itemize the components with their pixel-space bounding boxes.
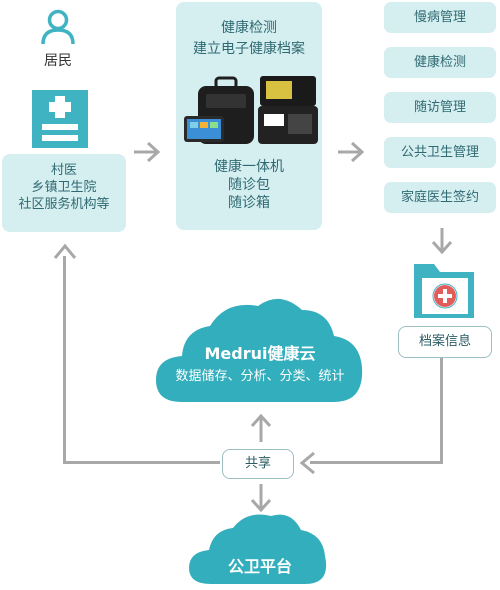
share-label: 共享 [222,449,294,479]
arrow-up-icon [250,413,272,442]
person-icon [41,9,75,45]
arrow-left-icon [299,451,315,475]
health-check-title: 健康检测 [221,20,277,36]
arrow-right-icon [134,141,161,163]
medical-folder-icon [414,264,474,318]
service-family-doctor: 家庭医生签约 [384,182,496,213]
connector-right-horizontal [310,461,443,464]
service-chronic: 慢病管理 [384,2,496,33]
platform-label: 公卫平台 [227,557,292,576]
org-line-1: 村医 [50,163,77,178]
health-check-subtitle: 建立电子健康档案 [193,41,305,57]
arrow-right-icon [338,141,365,163]
arrow-down-icon [431,228,453,255]
org-box: 村医 乡镇卫生院 社区服务机构等 [2,154,126,232]
service-follow-up: 随访管理 [384,92,496,123]
resident-block: 居民 [28,6,88,70]
device-1: 健康一体机 [214,159,284,175]
resident-label: 居民 [44,53,72,69]
connector-right-vertical [440,358,443,464]
org-line-2: 乡镇卫生院 [31,180,97,195]
arrow-up-icon [53,243,77,259]
connector-left-horizontal [65,461,220,464]
arrow-down-icon [250,484,272,513]
platform-cloud-shape [189,514,327,584]
archive-label: 档案信息 [398,326,492,358]
cloud-shape [156,298,363,402]
devices-illustration [184,76,318,144]
device-2: 随诊包 [228,177,270,193]
cloud-subtitle: 数据储存、分析、分类、统计 [175,369,345,384]
service-public-health: 公共卫生管理 [384,137,496,168]
health-check-panel: 健康检测 建立电子健康档案 健康一体机 随诊包 随诊箱 [176,2,322,230]
hospital-icon [32,90,88,148]
connector-left-vertical [63,256,66,464]
device-3: 随诊箱 [228,195,270,211]
cloud-title: Medrui健康云 [204,344,316,363]
org-line-3: 社区服务机构等 [18,197,110,212]
service-health-check: 健康检测 [384,47,496,78]
